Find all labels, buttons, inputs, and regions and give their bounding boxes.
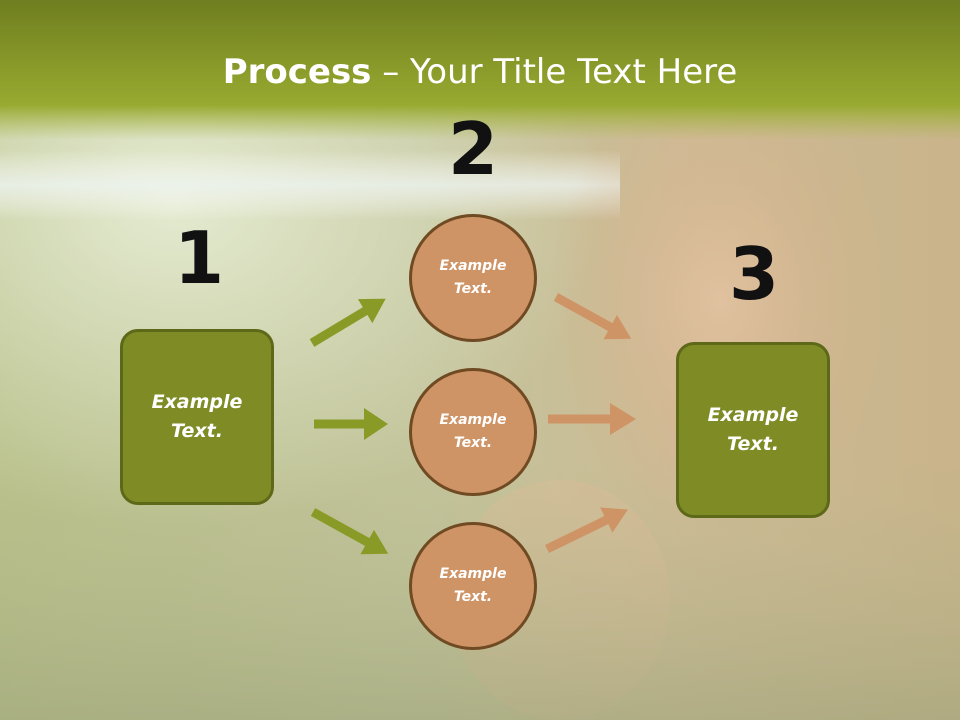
left-box-text: Example Text. xyxy=(151,391,243,442)
left-box: Example Text. xyxy=(120,329,274,505)
arrow-right-tan xyxy=(548,403,636,435)
circle-top-text: Example Text. xyxy=(439,258,507,297)
arrow-down-right xyxy=(310,508,389,555)
title-bar xyxy=(0,0,960,140)
circle-middle: Example Text. xyxy=(409,368,537,496)
circle-bottom-text: Example Text. xyxy=(439,566,507,605)
arrow-up-right xyxy=(309,298,386,347)
circle-top: Example Text. xyxy=(409,214,537,342)
right-box-text: Example Text. xyxy=(707,404,799,455)
step-number-2: 2 xyxy=(447,107,499,191)
step-number-1: 1 xyxy=(173,216,225,300)
step-number-3: 3 xyxy=(728,232,780,316)
arrow-right xyxy=(314,408,388,440)
circle-middle-text: Example Text. xyxy=(439,412,507,451)
slide-title: Process – Your Title Text Here xyxy=(0,52,960,92)
arrow-up-right-tan xyxy=(545,507,628,554)
circle-bottom: Example Text. xyxy=(409,522,537,650)
title-bold: Process xyxy=(222,52,372,92)
arrow-down-right-tan xyxy=(553,293,632,340)
title-rest: – Your Title Text Here xyxy=(371,52,738,92)
right-box: Example Text. xyxy=(676,342,830,518)
